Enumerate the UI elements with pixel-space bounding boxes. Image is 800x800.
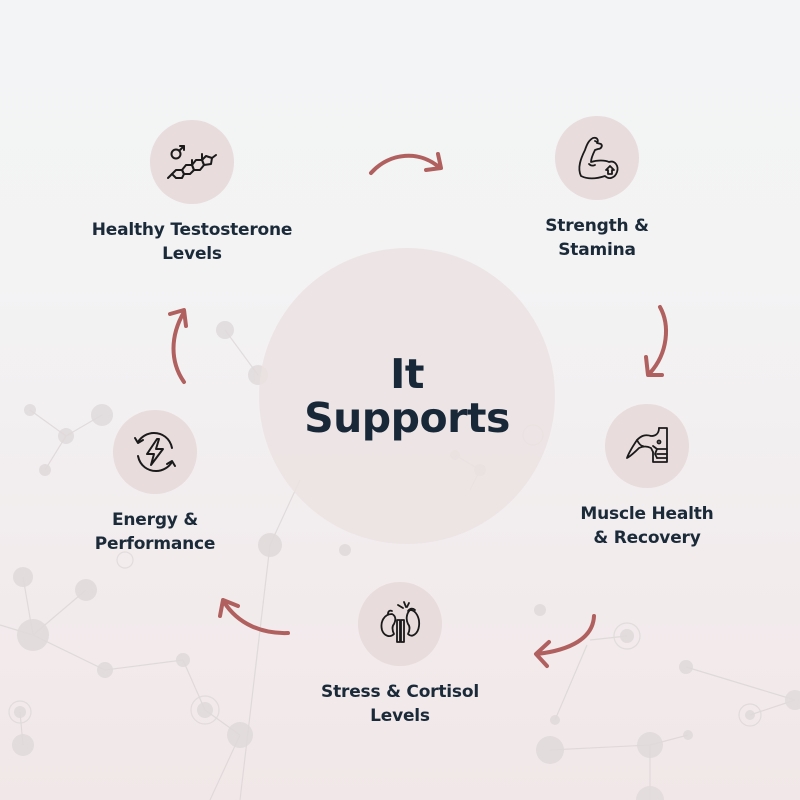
energy-icon-circle (113, 410, 197, 494)
muscle-icon-circle (605, 404, 689, 488)
benefit-label: Strength & Stamina (545, 216, 649, 260)
arrow-stress-to-energy (218, 598, 290, 636)
adrenal-kidneys-icon (380, 601, 421, 643)
benefit-muscle: Muscle Health & Recovery (547, 404, 747, 550)
center-title-line2: Supports (304, 394, 510, 442)
flexed-arm-icon (578, 136, 619, 180)
stress-icon-circle (358, 582, 442, 666)
benefit-stress: Stress & Cortisol Levels (300, 582, 500, 728)
testosterone-molecule-icon (167, 145, 217, 179)
benefit-label: Healthy Testosterone Levels (91, 220, 293, 264)
muscle-torso-icon (626, 427, 668, 463)
testosterone-icon-circle (150, 120, 234, 204)
benefit-strength: Strength & Stamina (497, 116, 697, 262)
benefit-energy: Energy & Performance (55, 410, 255, 556)
arrow-testosterone-to-strength (369, 152, 443, 175)
strength-icon-circle (555, 116, 639, 200)
benefit-label: Muscle Health & Recovery (580, 504, 714, 548)
benefit-label: Energy & Performance (94, 510, 216, 554)
benefit-testosterone: Healthy Testosterone Levels (92, 120, 292, 266)
arrow-energy-to-testosterone (168, 308, 188, 384)
arrow-muscle-to-stress (534, 614, 596, 668)
center-hub: It Supports (259, 248, 555, 544)
arrow-strength-to-muscle (644, 305, 668, 377)
center-title-line1: It (390, 350, 424, 398)
benefit-label: Stress & Cortisol Levels (321, 682, 479, 726)
energy-cycle-icon (134, 432, 176, 472)
